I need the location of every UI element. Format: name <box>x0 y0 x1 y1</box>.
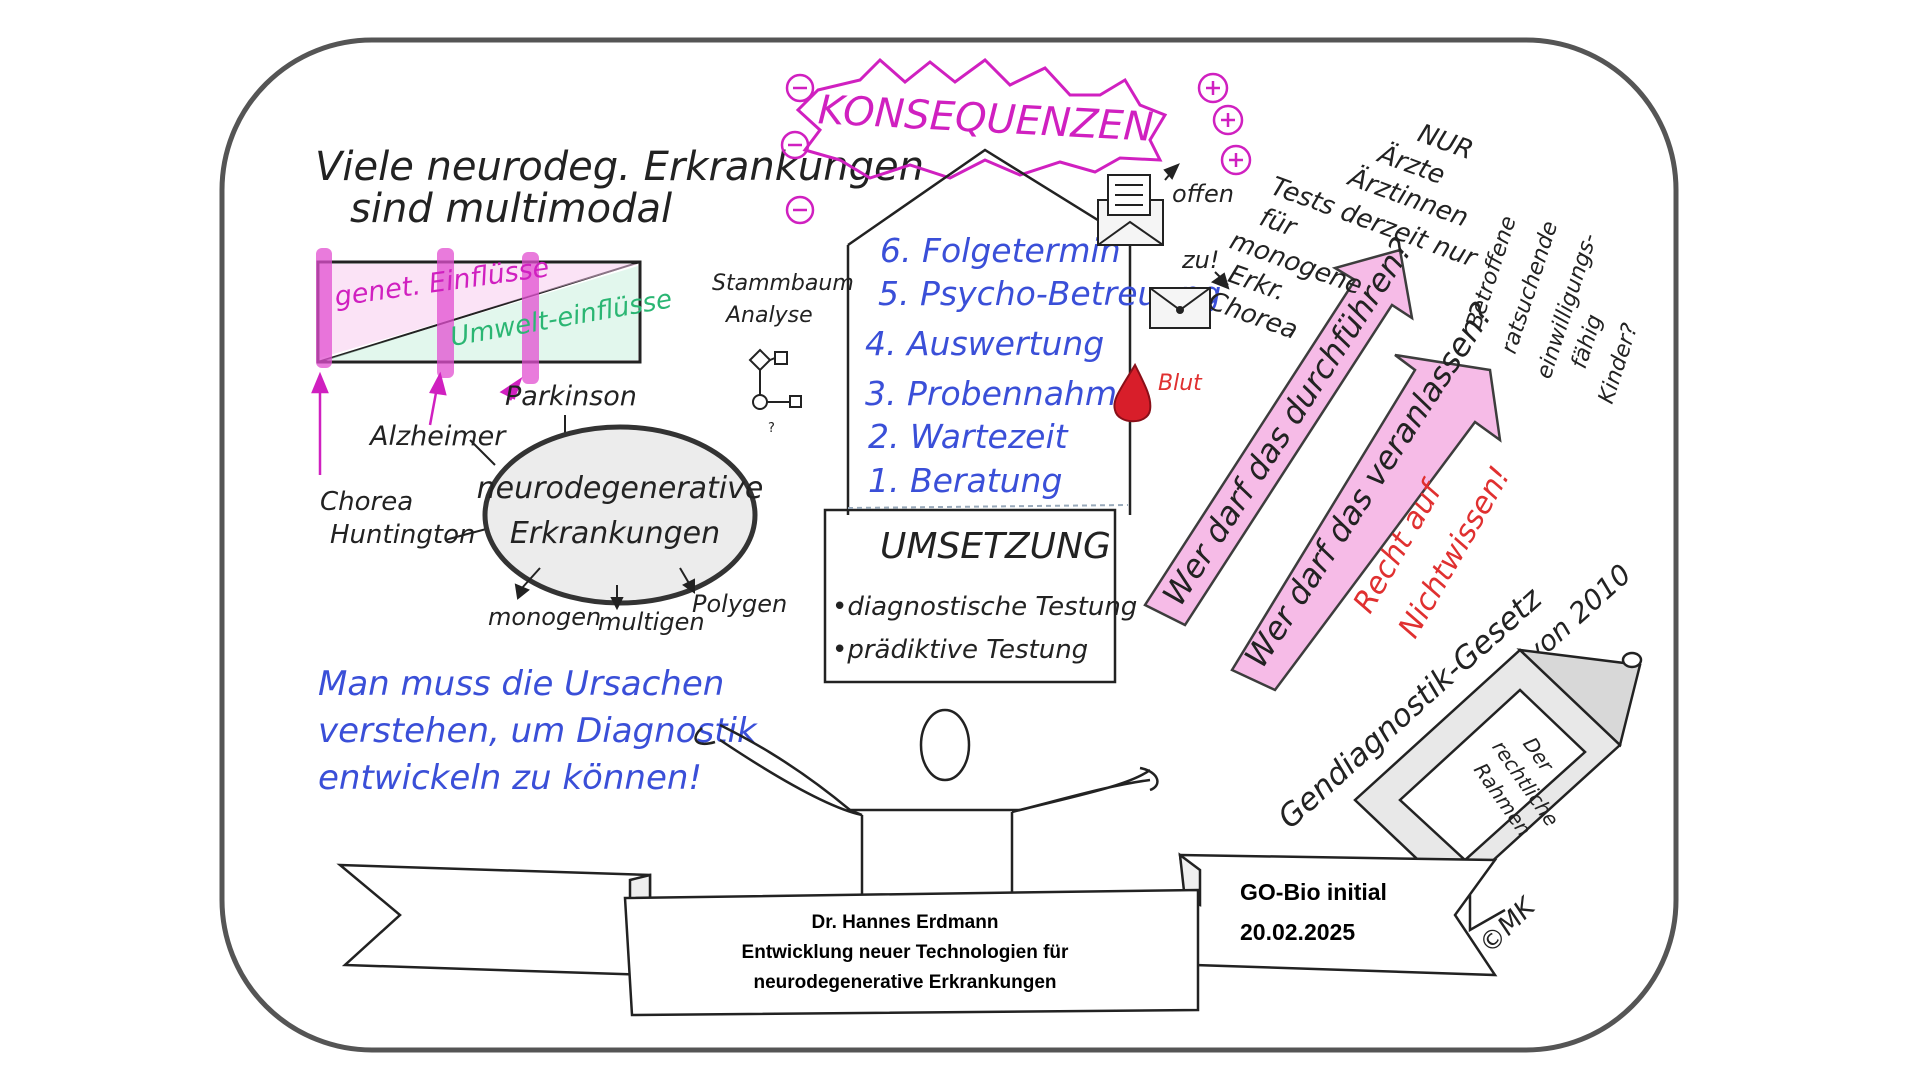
ursachen-line3: entwickeln zu können! <box>318 758 702 798</box>
presenter-name: Dr. Hannes Erdmann <box>811 912 999 933</box>
subtype-arrows <box>514 567 695 611</box>
ellipse-line2: Erkrankungen <box>510 516 720 551</box>
konsequenzen-burst <box>795 57 1168 180</box>
closed-envelope-icon <box>1149 271 1230 329</box>
copyright: ©MK <box>1474 891 1543 960</box>
step-2: 2. Wartezeit <box>868 417 1069 456</box>
magenta-arrows <box>311 371 523 475</box>
ribbon-left <box>336 863 652 977</box>
ellipse-line1: neurodegenerative <box>477 471 764 506</box>
ursachen-line1: Man muss die Ursachen <box>318 664 724 704</box>
step-4: 4. Auswertung <box>865 324 1104 363</box>
label-alzheimer: Alzheimer <box>368 421 507 452</box>
testing-predictive: •prädiktive Testung <box>832 635 1088 665</box>
program-label: GO-Bio initial <box>1240 879 1387 905</box>
label-polygen: Polygen <box>692 590 787 618</box>
label-chorea-1: Chorea <box>320 487 413 517</box>
neurodegenerative-ellipse <box>482 424 758 606</box>
presentation-title-2: neurodegenerative Erkrankungen <box>753 972 1057 993</box>
open-envelope-icon <box>1097 163 1180 246</box>
legal-framework-pencil <box>1353 648 1643 933</box>
testing-diagnostic: •diagnostische Testung <box>832 592 1137 622</box>
influence-box <box>316 248 642 384</box>
pedigree-icon: ? <box>748 348 802 436</box>
date-label: 20.02.2025 <box>1240 919 1356 945</box>
banner-center-text: Dr. Hannes Erdmann Entwicklung neuer Tec… <box>630 908 1180 998</box>
ribbon-center <box>623 888 1200 1017</box>
label-offen: offen <box>1172 180 1234 208</box>
ursachen-line2: verstehen, um Diagnostik <box>318 711 758 751</box>
konsequenzen-title: KONSEQUENZEN <box>817 87 1155 151</box>
label-zu: zu! <box>1181 246 1219 274</box>
label-blut: Blut <box>1158 371 1203 396</box>
step-6: 6. Folgetermin <box>880 231 1121 270</box>
svg-text:?: ? <box>768 421 775 436</box>
presentation-title-1: Entwicklung neuer Technologien für <box>741 942 1069 963</box>
outer-frame <box>219 37 1679 1053</box>
plus-icons <box>1197 72 1252 176</box>
stammbaum-line1: Stammbaum <box>712 271 854 296</box>
step-1: 1. Beratung <box>868 461 1062 500</box>
label-multigen: multigen <box>598 608 705 636</box>
blood-drop-icon <box>1113 362 1152 423</box>
umsetzung-title: UMSETZUNG <box>880 526 1111 567</box>
arrow-veranlassen <box>1230 353 1502 692</box>
stammbaum-line2: Analyse <box>724 303 813 328</box>
label-monogen: monogen <box>488 603 601 631</box>
presenter-figure <box>694 708 1159 905</box>
label-parkinson: Parkinson <box>505 381 637 412</box>
minus-icons <box>780 73 815 225</box>
banner-right-text: GO-Bio initial 20.02.2025 <box>1240 872 1460 952</box>
arrow-durchfuehren <box>1143 248 1414 627</box>
step-3: 3. Probennahme <box>865 374 1137 413</box>
house-divider <box>847 504 1129 509</box>
heading-line2: sind multimodal <box>350 186 672 232</box>
label-chorea-2: Huntington <box>330 520 476 550</box>
heading-line1: Viele neurodeg. Erkrankungen <box>315 144 924 190</box>
